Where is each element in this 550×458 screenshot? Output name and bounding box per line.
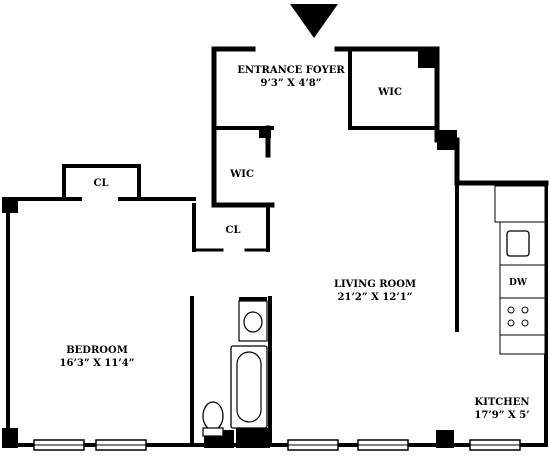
stove-icon [507, 306, 529, 327]
entrance-arrow-icon [290, 4, 338, 38]
dishwasher-label: DW [509, 278, 528, 288]
cl-bedroom-label: CL [94, 178, 109, 189]
windows [33, 439, 521, 451]
room-labels: ENTRANCE FOYER 9’3” X 4’8” WIC WIC CL CL… [60, 65, 530, 421]
wic-top-label: WIC [377, 87, 402, 98]
living-room-dims: 21’2” X 12’1” [338, 292, 413, 303]
bedroom-dims: 16’3” X 11’4” [60, 358, 135, 369]
wic-mid-label: WIC [229, 169, 254, 180]
sink-icon [506, 230, 530, 257]
bathroom-fixtures [202, 300, 268, 437]
kitchen-name: KITCHEN [475, 397, 530, 408]
toilet-icon [202, 401, 224, 437]
kitchen-fixtures [494, 185, 546, 355]
foyer-dims: 9’3” X 4’8” [260, 78, 321, 89]
foyer-name: ENTRANCE FOYER [237, 65, 345, 76]
bath-sink-icon [243, 311, 263, 333]
kitchen-dims: 17’9” X 5’ [474, 410, 529, 421]
bedroom-name: BEDROOM [66, 345, 128, 356]
pillars [2, 49, 548, 448]
living-room-name: LIVING ROOM [334, 279, 416, 290]
cl-center-label: CL [226, 225, 241, 236]
walls [2, 46, 549, 447]
